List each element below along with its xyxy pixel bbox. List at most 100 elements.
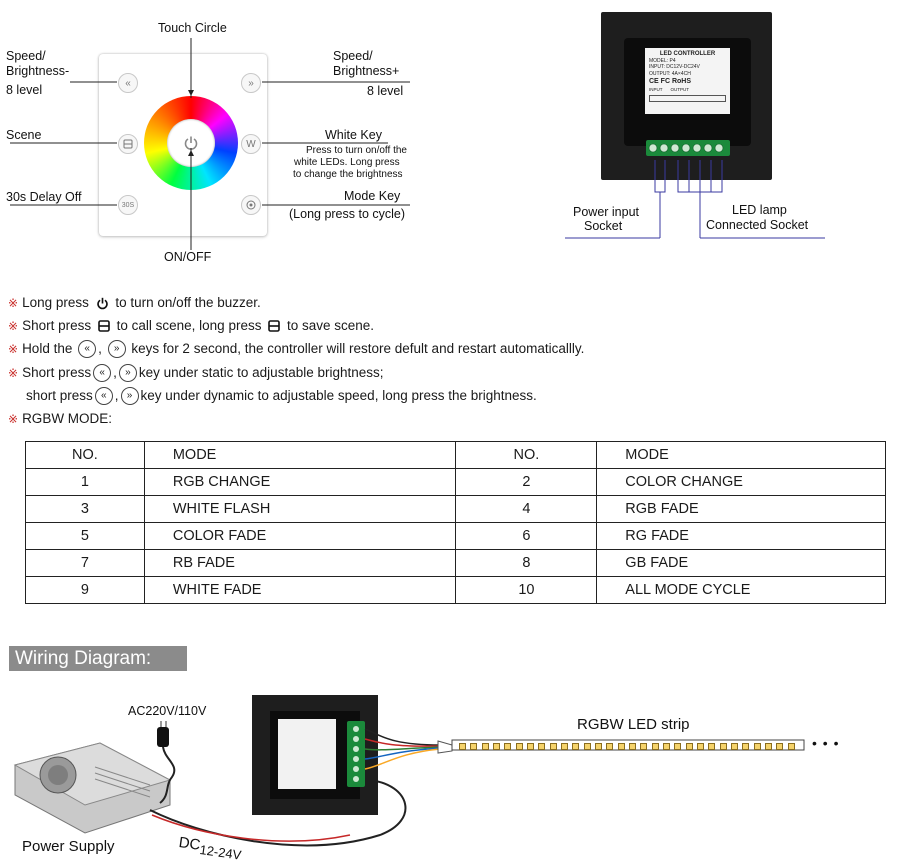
white-key-label: White Key <box>325 128 382 142</box>
table-cell: ALL MODE CYCLE <box>596 576 886 604</box>
led-chip <box>549 743 557 750</box>
table-header: MODE <box>596 441 886 469</box>
note-text: Long press <box>22 295 89 310</box>
led-chip <box>663 743 670 750</box>
ac-voltage-label: AC220V/110V <box>128 704 207 718</box>
chevron-right-icon: » <box>107 340 126 359</box>
touch-circle-label: Touch Circle <box>158 21 227 35</box>
table-header-row: NO. MODE NO. MODE <box>25 441 886 469</box>
table-cell: RG FADE <box>596 522 886 550</box>
note-text: to call scene, long press <box>116 318 262 333</box>
mode-key-label: Mode Key <box>344 189 401 203</box>
speed-minus-label-1: Speed/ <box>6 49 46 63</box>
white-key-desc-2: white LEDs. Long press <box>294 157 400 168</box>
table-header: NO. <box>25 441 145 469</box>
table-cell: 3 <box>25 495 145 523</box>
note-mark: ※ <box>8 319 19 333</box>
led-chip <box>493 743 500 750</box>
note-rgbw: ※RGBW MODE: <box>8 410 112 428</box>
power-input-label-1: Power input <box>573 205 640 219</box>
note-text: keys for 2 second, the controller will r… <box>131 341 585 356</box>
speed-minus-key: « <box>118 73 138 93</box>
controller-certs: CE FC RoHS <box>649 78 691 85</box>
note-text: , <box>98 341 102 356</box>
table-cell: 6 <box>455 522 598 550</box>
chevron-left-icon: « <box>78 340 97 359</box>
led-chip <box>742 743 750 750</box>
led-lamp-label-2: Connected Socket <box>706 218 809 232</box>
delay-off-key: 30S <box>118 195 138 215</box>
strip-continuation-dots: • • • <box>812 735 840 751</box>
wiring-diagram-title: Wiring Diagram: <box>9 646 187 671</box>
table-cell: RB FADE <box>143 549 457 577</box>
table-cell: 5 <box>25 522 145 550</box>
table-cell: GB FADE <box>596 549 886 577</box>
led-chip <box>753 743 761 750</box>
table-cell: 8 <box>455 549 598 577</box>
terminal-screws <box>648 143 724 153</box>
panel-leader-lines <box>10 38 410 250</box>
speed-minus-label-3: 8 level <box>6 83 43 97</box>
mode-icon <box>246 200 256 210</box>
controller-pin-table <box>649 94 726 102</box>
table-cell: COLOR CHANGE <box>596 468 886 496</box>
controller-model: MODEL: P4 <box>649 57 676 64</box>
note-text: key under dynamic to adjustable speed, l… <box>140 388 537 403</box>
table-row: 5 COLOR FADE 6 RG FADE <box>25 522 886 550</box>
led-chip <box>561 743 568 750</box>
led-strip <box>456 742 796 750</box>
speed-plus-label-1: Speed/ <box>333 49 373 63</box>
controller-input: INPUT: DC12V-DC24V <box>649 64 700 70</box>
controller-output-header: OUTPUT <box>670 87 690 92</box>
led-chip <box>708 743 716 750</box>
note-text: Hold the <box>22 341 73 356</box>
controller-title: LED CONTROLLER <box>659 51 716 57</box>
note-text: short press <box>26 388 93 403</box>
scene-key <box>118 134 138 154</box>
table-row: 3 WHITE FLASH 4 RGB FADE <box>25 495 886 523</box>
led-chip <box>719 743 727 750</box>
led-chip <box>527 743 534 750</box>
white-key-desc-3: to change the brightness <box>293 169 403 180</box>
led-chip <box>583 743 591 750</box>
white-key: W <box>241 134 261 154</box>
table-cell: RGB CHANGE <box>143 468 457 496</box>
chevron-left-icon: « <box>93 364 112 383</box>
scene-label: Scene <box>6 128 42 142</box>
controller-spec-label: LED CONTROLLER MODEL: P4 INPUT: DC12V-DC… <box>645 48 730 114</box>
led-chip <box>629 743 636 750</box>
note-text: key under static to adjustable brightnes… <box>138 365 384 380</box>
power-supply-unit <box>13 742 172 834</box>
table-row: 9 WHITE FADE 10 ALL MODE CYCLE <box>25 576 886 604</box>
controller-leader-lines <box>565 160 825 239</box>
table-cell: 2 <box>455 468 598 496</box>
scene-icon <box>98 320 110 333</box>
table-cell: 1 <box>25 468 145 496</box>
led-lamp-label-1: LED lamp <box>732 203 787 217</box>
led-chip <box>697 743 704 750</box>
speed-plus-key: » <box>241 73 261 93</box>
wiring-diagram <box>13 695 805 847</box>
mode-key-desc: (Long press to cycle) <box>289 207 406 221</box>
led-chip <box>765 743 772 750</box>
power-supply-label: Power Supply <box>22 838 115 855</box>
power-icon <box>96 297 108 310</box>
led-chip <box>606 743 614 750</box>
dc-label: DC <box>177 834 202 854</box>
table-cell: COLOR FADE <box>143 522 457 550</box>
note-mark: ※ <box>8 366 19 380</box>
led-chip <box>459 743 466 750</box>
led-strip-label: RGBW LED strip <box>577 716 690 733</box>
table-cell: WHITE FADE <box>143 576 457 604</box>
led-chip <box>776 743 784 750</box>
led-chip <box>515 743 523 750</box>
note-text: Short press <box>22 365 92 380</box>
power-input-label-2: Socket <box>584 219 623 233</box>
led-chip <box>538 743 546 750</box>
scene-icon <box>123 139 133 149</box>
note-buzzer: ※Long press to turn on/off the buzzer. <box>8 294 261 312</box>
speed-plus-label-2: Brightness+ <box>333 64 400 78</box>
table-cell: 7 <box>25 549 145 577</box>
table-cell: WHITE FLASH <box>143 495 457 523</box>
note-text: , <box>114 388 119 403</box>
